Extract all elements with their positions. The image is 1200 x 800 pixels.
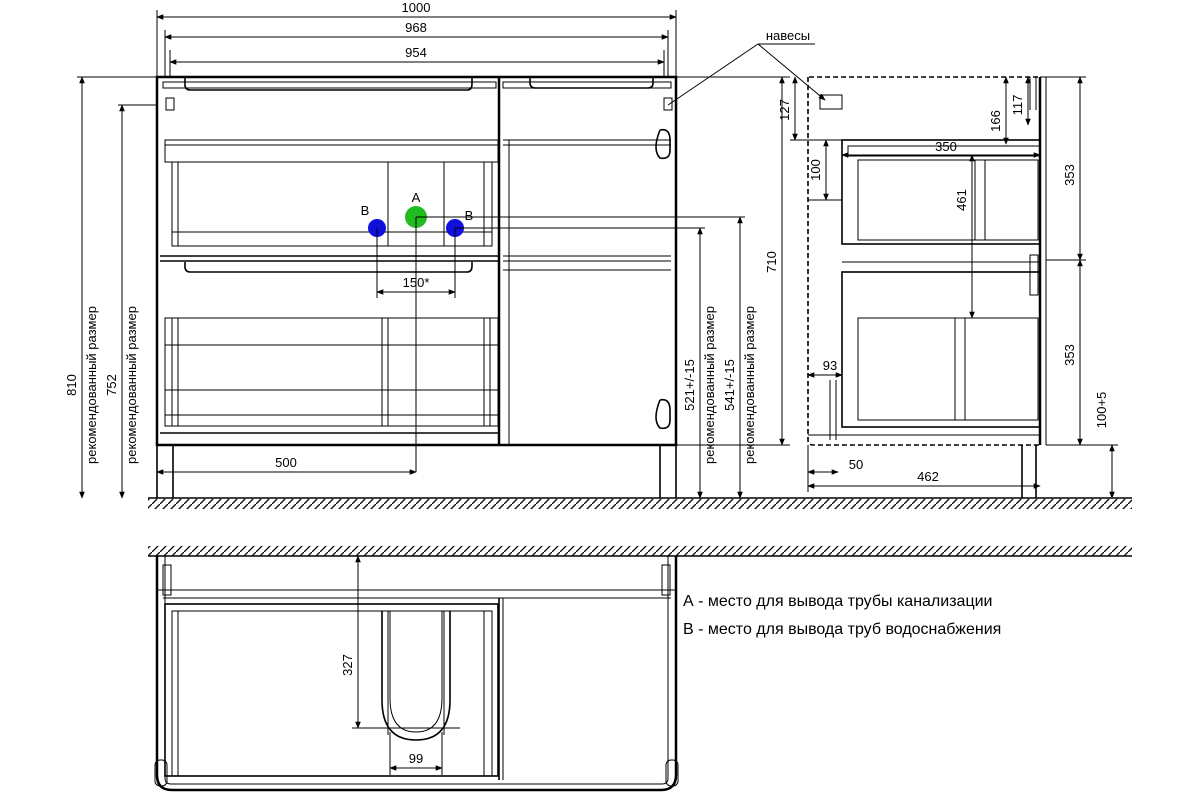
dim-521: 521+/-15 (682, 359, 697, 411)
dim-810-note: рекомендованный размер (84, 306, 99, 464)
cabinet-front-body (155, 75, 678, 498)
dim-150: 150* (403, 275, 430, 290)
dim-752: 752 (104, 374, 119, 396)
dim-541: 541+/-15 (722, 359, 737, 411)
dim-541-note: рекомендованный размер (742, 306, 757, 464)
front-left-height-dims: 810 рекомендованный размер 752 рекомендо… (64, 76, 157, 499)
dim-954: 954 (405, 45, 427, 60)
dim-100-plus-5: 100+5 (1094, 392, 1109, 429)
label-b-right: B (465, 208, 474, 223)
floor-front (148, 497, 1132, 509)
dim-93: 93 (823, 358, 837, 373)
dim-117: 117 (1010, 95, 1025, 116)
dim-127: 127 (777, 99, 792, 121)
dim-353-bottom: 353 (1062, 344, 1077, 366)
legend-a: А - место для вывода трубы канализации (683, 593, 992, 610)
dim-810: 810 (64, 374, 79, 396)
top-view: 327 99 (148, 546, 1132, 792)
dim-350: 350 (935, 139, 957, 154)
front-right-height-dims: 521+/-15 рекомендованный размер 541+/-15… (676, 76, 840, 499)
cabinet-side-body (807, 76, 1047, 498)
label-b-left: B (361, 203, 370, 218)
side-view: 166 117 350 100 461 353 353 93 100+5 50 (807, 76, 1118, 499)
dim-1000: 1000 (402, 0, 431, 15)
dim-461: 461 (954, 189, 969, 211)
dim-166: 166 (988, 110, 1003, 132)
cabinet-top-body (154, 556, 679, 792)
side-dims: 166 117 350 100 461 353 353 93 100+5 50 (807, 76, 1118, 499)
dim-500: 500 (275, 455, 297, 470)
dim-50: 50 (849, 457, 863, 472)
front-view: 1000 968 954 810 рекомендованный размер … (64, 0, 1132, 509)
dim-968: 968 (405, 20, 427, 35)
dim-100: 100 (808, 159, 823, 181)
pipe-points: A B B 150* 500 (156, 190, 745, 475)
label-hinges: навесы (766, 28, 810, 43)
dim-99: 99 (409, 751, 423, 766)
hinge-callout: навесы (667, 28, 826, 106)
legend: А - место для вывода трубы канализации В… (683, 593, 1001, 638)
top-dims: 327 99 (340, 555, 460, 775)
dim-752-note: рекомендованный размер (124, 306, 139, 464)
dim-521-note: рекомендованный размер (702, 306, 717, 464)
dim-327: 327 (340, 654, 355, 676)
dim-353-top: 353 (1062, 164, 1077, 186)
dim-462: 462 (917, 469, 939, 484)
dim-710: 710 (764, 251, 779, 273)
label-a: A (412, 190, 421, 205)
floor-top (148, 546, 1132, 557)
front-width-dims: 1000 968 954 (156, 0, 677, 77)
legend-b: В - место для вывода труб водоснабжения (683, 621, 1001, 638)
